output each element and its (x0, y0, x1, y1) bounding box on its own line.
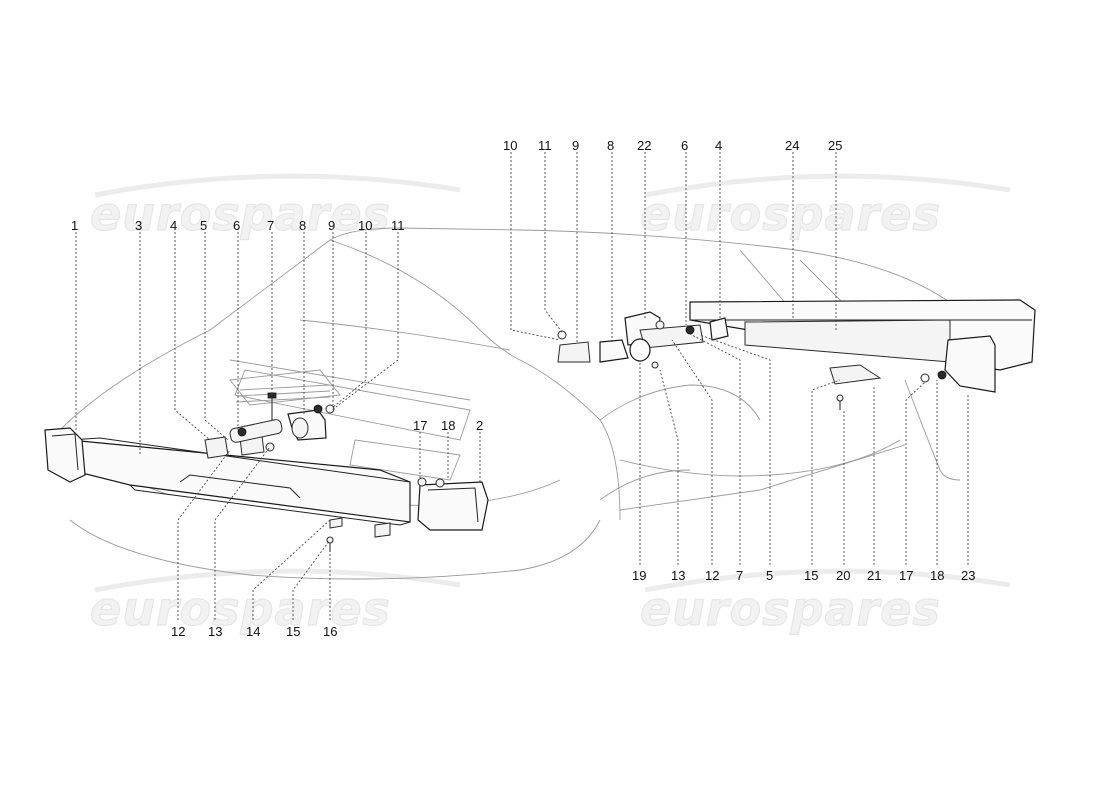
label-rear-4: 4 (715, 138, 722, 153)
label-rear-17: 17 (899, 568, 913, 583)
label-rear-19: 19 (632, 568, 646, 583)
label-front-4: 4 (170, 218, 177, 233)
label-front-9: 9 (328, 218, 335, 233)
label-front-7: 7 (267, 218, 274, 233)
label-front-5: 5 (200, 218, 207, 233)
watermark-top-left: eurospares (90, 187, 391, 241)
rear-labels: 10 11 9 8 22 6 4 24 25 19 13 12 7 5 15 2… (503, 138, 975, 583)
rear-bumper-assembly (557, 299, 1036, 410)
front-bumper-assembly (44, 392, 489, 552)
rear-bracket (557, 341, 591, 363)
label-front-16: 16 (323, 624, 337, 639)
label-rear-12: 12 (705, 568, 719, 583)
leader-lines (75, 152, 969, 620)
watermark-top-right: eurospares (640, 187, 941, 241)
label-front-17: 17 (413, 418, 427, 433)
label-rear-18: 18 (930, 568, 944, 583)
front-bumper-right-end (417, 481, 489, 531)
front-bracket (204, 436, 229, 459)
rear-rubber-buffer (599, 339, 629, 363)
label-rear-23: 23 (961, 568, 975, 583)
label-front-2: 2 (476, 418, 483, 433)
label-rear-24: 24 (785, 138, 799, 153)
label-rear-20: 20 (836, 568, 850, 583)
rear-lower-bracket (829, 364, 882, 385)
label-rear-5: 5 (766, 568, 773, 583)
label-rear-25: 25 (828, 138, 842, 153)
label-front-14: 14 (246, 624, 260, 639)
front-spacer-tube (229, 419, 283, 443)
label-rear-7: 7 (736, 568, 743, 583)
label-rear-22: 22 (637, 138, 651, 153)
label-rear-10: 10 (503, 138, 517, 153)
label-front-11: 11 (391, 218, 405, 233)
label-rear-6: 6 (681, 138, 688, 153)
label-front-6: 6 (233, 218, 240, 233)
label-front-3: 3 (135, 218, 142, 233)
label-front-13: 13 (208, 624, 222, 639)
watermark-group: eurospares eurospares eurospares eurospa… (89, 173, 1011, 637)
label-rear-13: 13 (671, 568, 685, 583)
label-rear-21: 21 (867, 568, 881, 583)
label-front-10: 10 (358, 218, 372, 233)
watermark-bottom-right: eurospares (640, 582, 941, 636)
label-rear-8: 8 (607, 138, 614, 153)
watermark-bottom-left: eurospares (90, 582, 391, 636)
front-labels: 1 3 4 5 6 7 8 9 10 11 17 18 2 12 13 14 1… (71, 218, 483, 639)
label-rear-11: 11 (538, 138, 552, 153)
label-front-15: 15 (286, 624, 300, 639)
label-front-12: 12 (171, 624, 185, 639)
label-rear-15: 15 (804, 568, 818, 583)
car-outline (59, 227, 991, 580)
label-front-18: 18 (441, 418, 455, 433)
label-rear-9: 9 (572, 138, 579, 153)
label-front-1: 1 (71, 218, 78, 233)
rear-bumper-face (744, 319, 951, 363)
rear-end-cap (629, 338, 651, 362)
rear-bumper-right-end (944, 335, 996, 393)
front-bumper-left-end (44, 427, 86, 483)
label-front-8: 8 (299, 218, 306, 233)
